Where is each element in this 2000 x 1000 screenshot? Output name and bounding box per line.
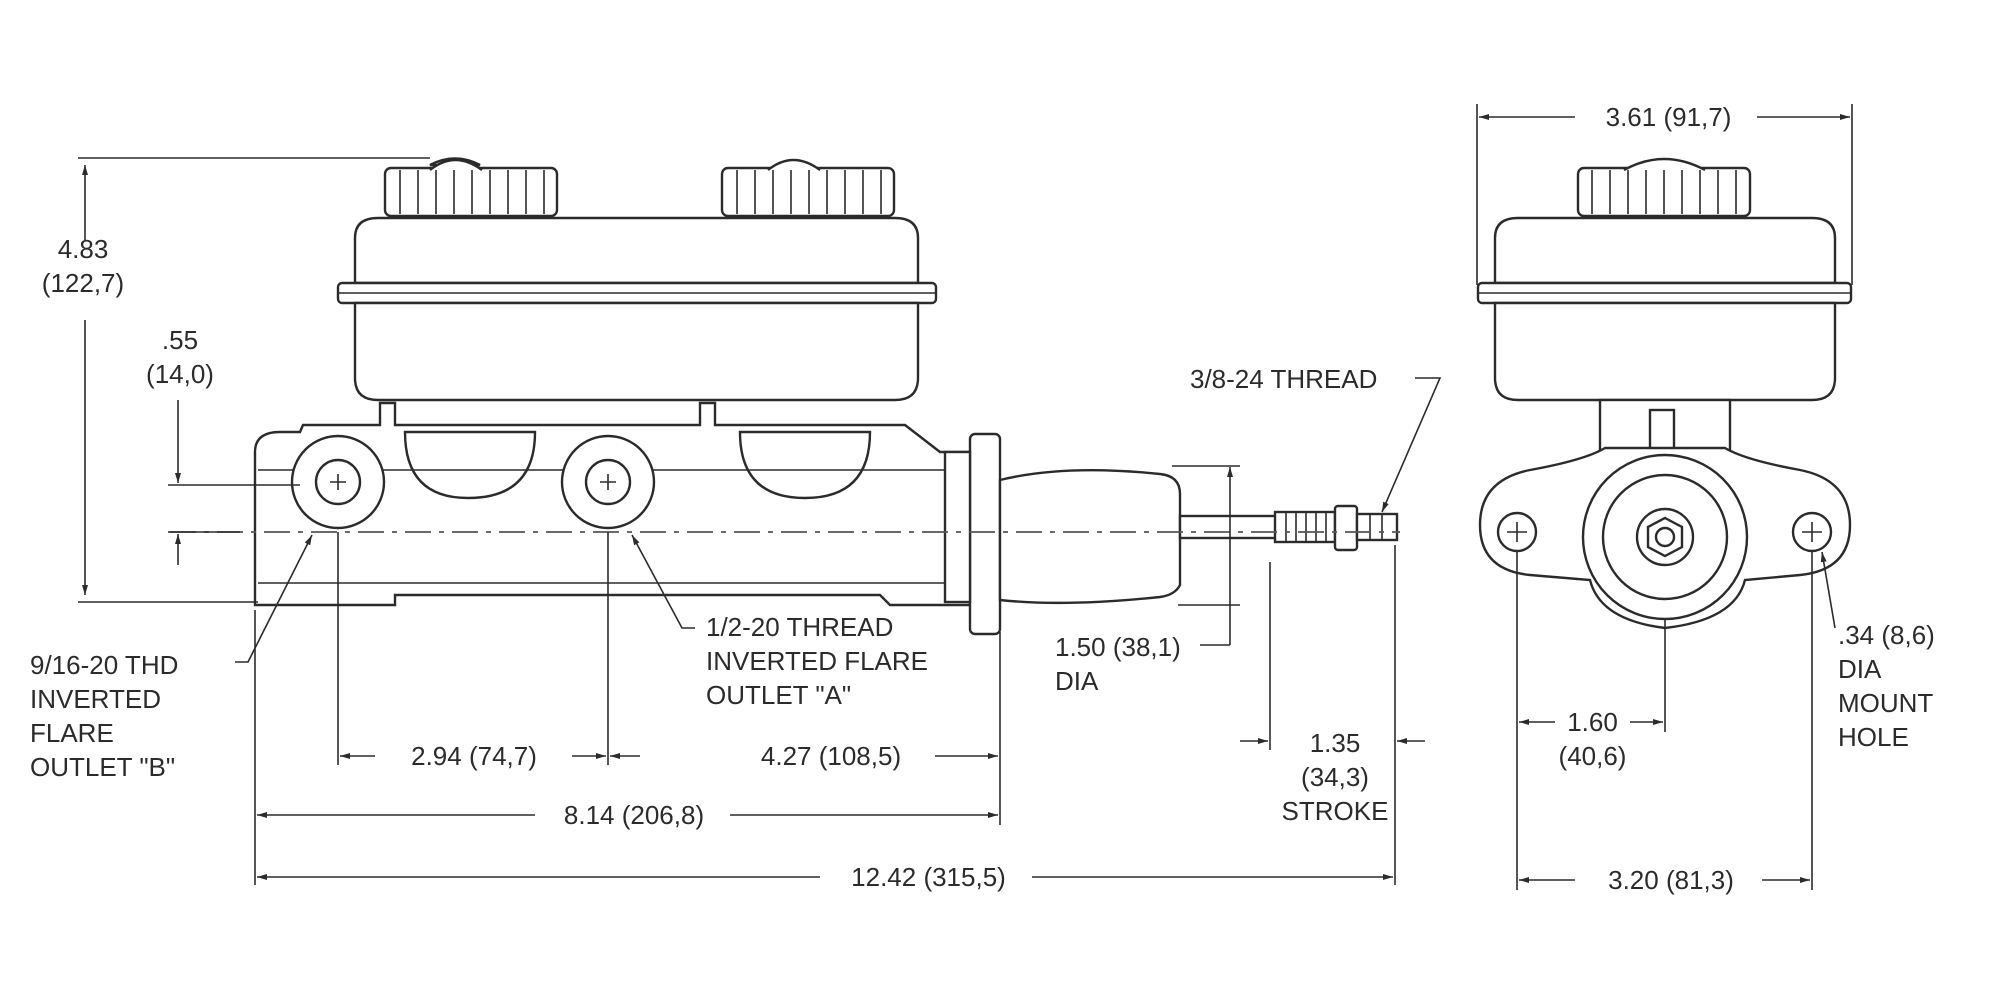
center-to-hole-label: 1.60 (40,6): [1558, 707, 1627, 771]
reservoir: [336, 216, 938, 402]
outlet-b-label: 9/16-20 THD INVERTED FLARE OUTLET "B": [30, 650, 179, 782]
dimension-lines: [78, 104, 1853, 890]
mount-hole-label: .34 (8,6) DIA MOUNT HOLE: [1838, 620, 1935, 752]
overall-length-label: 12.42 (315,5): [825, 860, 1032, 894]
side-view: [170, 157, 1400, 636]
reservoir-cap-front: [720, 158, 896, 218]
hole-spacing-label: 3.20 (81,3): [1580, 863, 1762, 897]
push-rod: [1178, 504, 1399, 552]
bore-diameter-label: 1.50 (38,1) DIA: [1055, 632, 1181, 696]
outlet-a: [560, 434, 656, 530]
outlet-spacing-label: 2.94 (74,7): [378, 739, 570, 773]
outlet-to-flange-label: 4.27 (108,5): [730, 739, 932, 773]
outlet-a-label: 1/2-20 THREAD INVERTED FLARE OUTLET "A": [706, 612, 929, 710]
boot: [998, 468, 1182, 605]
side-width-label: 3.61 (91,7): [1580, 100, 1757, 134]
height-overall-label: 4.83 (122,7): [41, 234, 125, 298]
mounting-flange: [943, 432, 1002, 636]
body-length-label: 8.14 (206,8): [538, 798, 730, 832]
rod-thread-label: 3/8-24 THREAD: [1190, 364, 1378, 394]
reservoir-cap-rear: [383, 157, 559, 218]
outlet-offset-label: .55 (14,0): [146, 325, 214, 389]
outlet-b: [290, 434, 386, 530]
stroke-label: 1.35 (34,3) STROKE: [1281, 728, 1389, 826]
end-view: [1476, 157, 1853, 630]
